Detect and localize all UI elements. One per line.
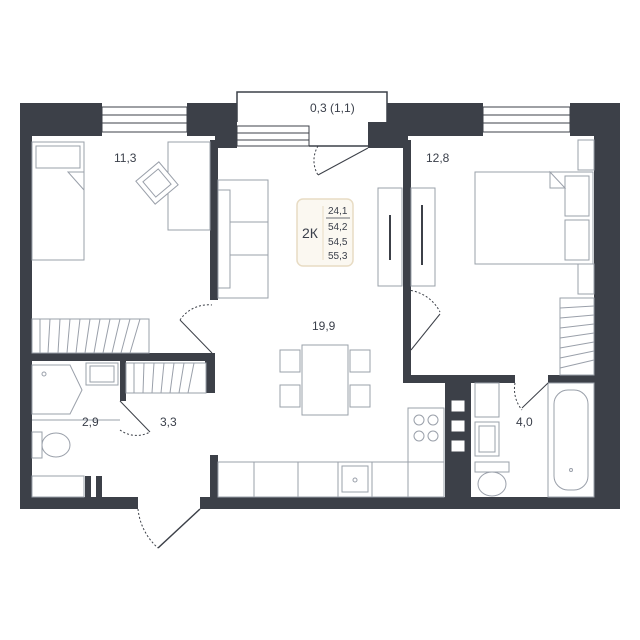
area-total: 54,2: [328, 222, 348, 233]
area-living: 24,1: [328, 206, 348, 217]
dining-set: [279, 344, 371, 416]
toilet-left: [31, 431, 71, 459]
wall-bath-left: [403, 290, 411, 383]
door-bedroom-right: [402, 289, 441, 351]
door-bath-right: [514, 382, 549, 411]
windows: [101, 106, 571, 147]
unit-badge: 2К 24,1 54,2 54,5 55,3: [296, 198, 354, 267]
label-hall: 3,3: [160, 415, 177, 429]
bath-left-cabinet: [31, 475, 85, 498]
shower: [31, 364, 83, 415]
wall-bottom-left: [20, 497, 138, 509]
desk-left: [135, 141, 211, 231]
wall-bath-top: [403, 375, 515, 383]
hall-closet: [125, 362, 207, 394]
wardrobe-right: [559, 297, 595, 376]
wall-partition-left: [210, 140, 218, 300]
label-bedroom-right: 12,8: [426, 151, 450, 165]
bed-left: [31, 141, 85, 261]
sink-right: [474, 382, 500, 457]
wall-top-left-a: [20, 103, 102, 136]
label-bedroom-left: 11,3: [114, 151, 137, 165]
wall-bath-top-right: [548, 375, 598, 383]
entrance-door: [137, 508, 201, 549]
label-living: 19,9: [312, 319, 336, 333]
wall-top-mid: [215, 103, 237, 148]
door-bedroom-left: [179, 304, 213, 354]
bathtub: [547, 382, 595, 498]
wall-hall-right: [205, 353, 215, 393]
wardrobe-left: [31, 318, 150, 354]
wall-top-right-b: [570, 103, 620, 136]
walls: [20, 103, 620, 509]
tv-stand: [377, 187, 403, 287]
wall-top-mid-right: [368, 122, 408, 148]
balcony-door: [313, 145, 369, 176]
balcony: [236, 91, 388, 147]
tv-stand-right: [410, 187, 436, 287]
bed-right: [474, 139, 595, 295]
sofa: [217, 179, 269, 299]
wall-bathroom-right: [120, 361, 126, 401]
stove: [407, 407, 445, 463]
wall-partition-right: [403, 140, 411, 290]
wall-bedroom-left-bottom: [32, 353, 212, 361]
wall-bath-bottom-stub-a: [85, 476, 91, 498]
shaft: [450, 399, 466, 453]
window-left: [101, 106, 188, 133]
wall-hall-low: [210, 455, 218, 505]
label-bath-right: 4,0: [516, 415, 533, 429]
door-bathroom-left: [119, 400, 151, 436]
window-right: [482, 106, 571, 133]
label-bathroom: 2,9: [82, 415, 99, 429]
wall-bath-bottom-stub-b: [96, 476, 102, 498]
unit-type: 2К: [302, 225, 319, 241]
kitchen-counter: [217, 461, 445, 498]
wall-left: [20, 103, 32, 509]
wall-right: [594, 103, 620, 509]
area-total-full: 55,3: [328, 251, 348, 262]
window-balcony: [236, 125, 310, 147]
wall-bottom-right: [200, 497, 620, 509]
area-total-balcony: 54,5: [328, 237, 348, 248]
sink-left: [85, 362, 119, 386]
label-balcony: 0,3 (1,1): [310, 101, 355, 115]
toilet-right: [474, 461, 510, 497]
